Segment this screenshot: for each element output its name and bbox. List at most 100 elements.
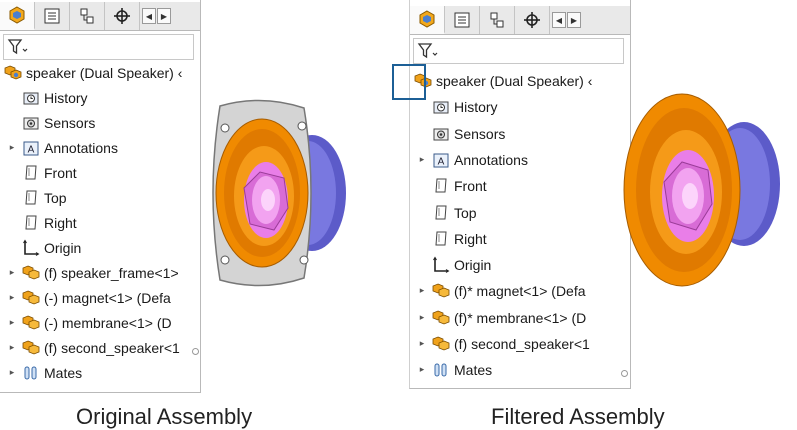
tree-item[interactable]: History	[22, 87, 198, 109]
tree-expand-caret[interactable]: ▸	[419, 364, 425, 375]
tree-item[interactable]: speaker (Dual Speaker) ‹	[414, 70, 628, 92]
tree-item-label: Top	[454, 204, 477, 221]
tab-feature-manager[interactable]	[0, 2, 35, 30]
tree-item[interactable]: (f) second_speaker<1	[22, 337, 198, 359]
tree-item[interactable]: Mates	[432, 359, 628, 381]
tree-item[interactable]: Sensors	[432, 123, 628, 145]
tab-configuration-manager[interactable]	[480, 6, 515, 34]
assembly-icon	[414, 72, 432, 90]
part-icon	[432, 282, 450, 300]
manager-tabs: ◀ ▶	[410, 6, 630, 35]
property-manager-icon	[454, 12, 470, 28]
tree-expand-caret[interactable]: ▸	[9, 292, 15, 302]
tree-item[interactable]: Right	[432, 228, 628, 250]
sensors-icon	[432, 125, 450, 143]
caption-filtered: Filtered Assembly	[491, 404, 665, 429]
tree-expand-caret[interactable]: ▸	[9, 267, 15, 277]
tree-expand-caret[interactable]: ▸	[419, 153, 425, 164]
history-icon	[22, 89, 40, 107]
plane-icon	[432, 204, 450, 222]
part-icon	[22, 264, 40, 282]
tree-item-label: Annotations	[454, 151, 528, 168]
part-icon	[22, 289, 40, 307]
tab-property-manager[interactable]	[445, 6, 480, 34]
property-manager-icon	[44, 8, 60, 24]
configuration-manager-icon	[80, 8, 94, 24]
annotations-icon: A	[432, 151, 450, 169]
tree-item-label: (-) magnet<1> (Defa	[44, 290, 171, 306]
annotations-icon: A	[22, 139, 40, 157]
mates-icon	[22, 364, 40, 382]
tree-item[interactable]: (f) second_speaker<1	[432, 333, 628, 355]
tree-item-label: Right	[454, 230, 487, 247]
tree-item[interactable]: (f)* membrane<1> (D	[432, 307, 628, 329]
tab-feature-manager[interactable]	[410, 6, 445, 34]
dimxpert-icon	[524, 12, 540, 28]
tree-filter-input[interactable]	[413, 38, 624, 64]
plane-icon	[432, 177, 450, 195]
tree-item[interactable]: (-) magnet<1> (Defa	[22, 287, 198, 309]
scroll-handle[interactable]	[621, 370, 628, 377]
assembly-icon	[4, 64, 22, 82]
sensors-icon	[22, 114, 40, 132]
tree-item[interactable]: Top	[432, 202, 628, 224]
mates-icon	[432, 361, 450, 379]
tree-item-label: Annotations	[44, 140, 118, 156]
tree-item[interactable]: Origin	[432, 254, 628, 276]
highlight-box	[392, 64, 426, 100]
tab-scroll-left-button[interactable]: ◀	[552, 12, 566, 28]
tree-item-label: History	[44, 90, 88, 106]
tab-scroll-arrows: ◀ ▶	[552, 6, 582, 34]
tree-item-label: Sensors	[44, 115, 96, 131]
manager-tabs: ◀ ▶	[0, 2, 200, 31]
tree-item-label: (f)* membrane<1> (D	[454, 309, 587, 326]
tree-expand-caret[interactable]: ▸	[9, 142, 15, 152]
tree-expand-caret[interactable]: ▸	[419, 311, 425, 322]
tree-item-label: Front	[44, 165, 77, 181]
tree-item[interactable]: (-) membrane<1> (D	[22, 312, 198, 334]
tree-item[interactable]: Top	[22, 187, 198, 209]
tree-item[interactable]: A Annotations	[22, 137, 198, 159]
tree-item[interactable]: (f) speaker_frame<1>	[22, 262, 198, 284]
filter-icon	[7, 39, 28, 55]
tab-property-manager[interactable]	[35, 2, 70, 30]
plane-icon	[22, 189, 40, 207]
tree-item[interactable]: Front	[22, 162, 198, 184]
feature-manager-icon	[9, 6, 25, 24]
tree-filter-input[interactable]	[3, 34, 194, 60]
tab-dimxpert[interactable]	[515, 6, 550, 34]
tree-item-label: Mates	[44, 365, 83, 381]
part-icon	[22, 339, 40, 357]
tree-item[interactable]: Sensors	[22, 112, 198, 134]
tree-item[interactable]: Right	[22, 212, 198, 234]
tree-expand-caret[interactable]: ▸	[419, 338, 425, 348]
tab-scroll-right-button[interactable]: ▶	[567, 12, 581, 28]
tree-item-label: Right	[44, 215, 77, 231]
part-icon	[432, 335, 450, 353]
configuration-manager-icon	[490, 12, 504, 28]
plane-icon	[22, 214, 40, 232]
tree-expand-caret[interactable]: ▸	[9, 367, 15, 377]
scroll-handle[interactable]	[192, 348, 199, 355]
svg-text:A: A	[28, 145, 35, 156]
tab-configuration-manager[interactable]	[70, 2, 105, 30]
tree-item[interactable]: Mates	[22, 362, 198, 384]
feature-manager-icon	[419, 10, 435, 28]
tree-item[interactable]: speaker (Dual Speaker) ‹	[4, 62, 198, 84]
tab-scroll-right-button[interactable]: ▶	[157, 8, 171, 24]
tree-expand-caret[interactable]: ▸	[9, 342, 15, 352]
tree-item-label: Top	[44, 190, 67, 206]
tree-item[interactable]: Front	[432, 175, 628, 197]
tree-expand-caret[interactable]: ▸	[419, 285, 425, 296]
tree-expand-caret[interactable]: ▸	[9, 317, 15, 327]
tree-item[interactable]: (f)* magnet<1> (Defa	[432, 280, 628, 302]
tree-item-label: (f) second_speaker<1	[454, 336, 590, 352]
tab-dimxpert[interactable]	[105, 2, 140, 30]
tab-scroll-left-button[interactable]: ◀	[142, 8, 156, 24]
tree-item[interactable]: Origin	[22, 237, 198, 259]
tree-item-label: Origin	[454, 257, 492, 274]
tree-item[interactable]: History	[432, 96, 628, 118]
